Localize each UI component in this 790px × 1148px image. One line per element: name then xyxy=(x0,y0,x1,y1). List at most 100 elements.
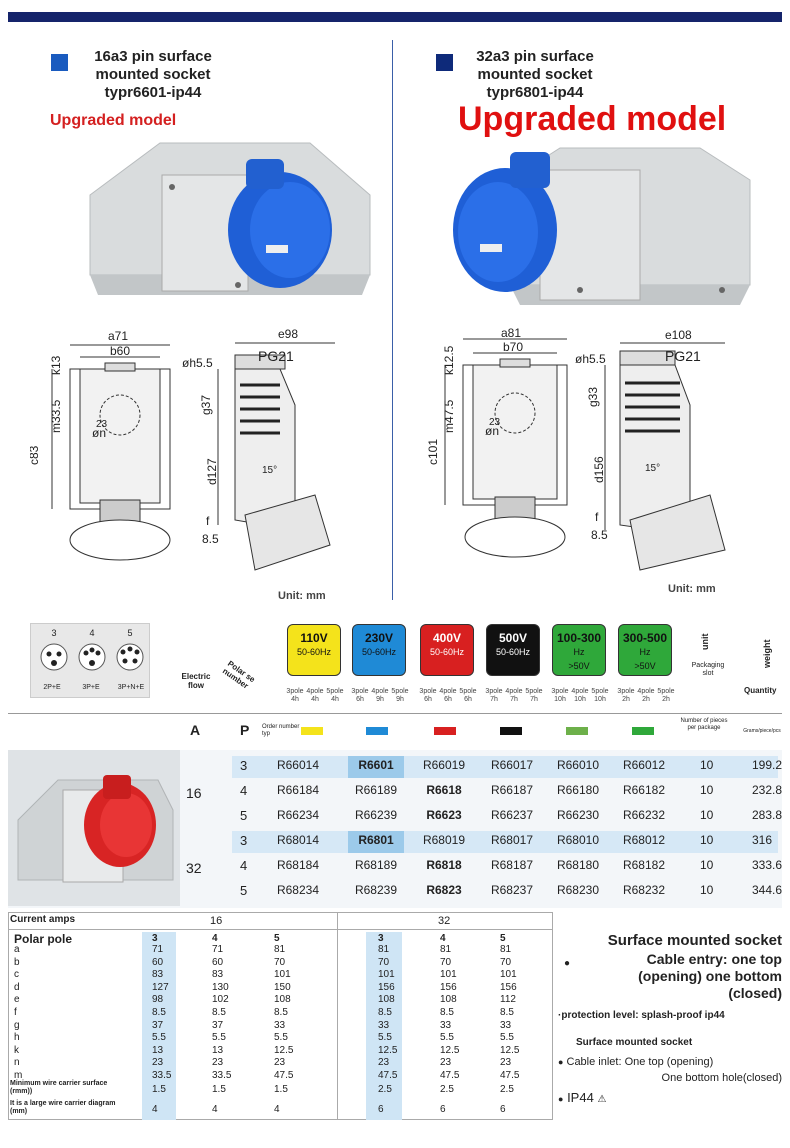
spec-value: 23 xyxy=(152,1057,164,1069)
pin-label: 2P+E xyxy=(43,684,61,691)
spec-key: a xyxy=(14,944,20,955)
dim-n-value: 23 xyxy=(489,417,501,428)
dim-e: e98 xyxy=(278,327,298,341)
pole-count: 3 xyxy=(240,758,248,773)
spec-col-highlight xyxy=(366,932,402,1120)
warning-triangle-icon: ⚠ xyxy=(597,1094,607,1105)
title-line: 32a3 pin surface xyxy=(476,48,594,65)
dim-c: c101 xyxy=(426,439,440,465)
large-wire-value: 4 xyxy=(212,1104,218,1115)
spec-value: 101 xyxy=(440,969,457,981)
spec-value: 101 xyxy=(274,969,291,981)
pin-count: 4 xyxy=(89,628,95,638)
spec-col-highlight xyxy=(142,932,176,1120)
pin-count: 5 xyxy=(127,628,133,638)
order-code: R68012 xyxy=(622,833,666,847)
frequency: 50-60Hz xyxy=(361,647,397,657)
spec-value: 81 xyxy=(440,944,452,955)
spec-value: 70 xyxy=(378,956,390,968)
bullet-icon: ● xyxy=(558,1057,564,1067)
spec-value: 47.5 xyxy=(500,1070,520,1081)
title-line: 16a3 pin surface xyxy=(94,48,212,65)
voltage-box: 110V 50-60Hz xyxy=(287,624,341,676)
unit-header: unit xyxy=(700,633,710,651)
amp-rating: 32 xyxy=(186,860,202,876)
pole-clock-label: 4pole 10h xyxy=(571,688,589,703)
spec-key: f xyxy=(14,1007,17,1018)
pole-header: 5 xyxy=(500,933,506,944)
spec-key: k xyxy=(14,1044,19,1056)
upgraded-badge-large: Upgraded model xyxy=(458,100,727,138)
spec-value: 8.5 xyxy=(440,1007,454,1018)
spec-value: 33 xyxy=(440,1019,452,1031)
order-code: R6618 xyxy=(426,783,462,797)
order-code: R6818 xyxy=(426,858,462,872)
spec-key: g xyxy=(14,1019,20,1031)
pole-header: 4 xyxy=(212,933,218,944)
voltage-value: 230V xyxy=(364,631,394,645)
pin-count: 3 xyxy=(51,628,57,638)
upgraded-badge-small: Upgraded model xyxy=(50,112,177,129)
pole-clock-label: 5pole 6h xyxy=(459,688,477,703)
spec-value: 81 xyxy=(500,944,512,955)
order-code: R68010 xyxy=(556,833,600,847)
ip-rating: ● IP44 ⚠ xyxy=(558,1090,782,1105)
weight-value: 199.2 xyxy=(752,758,783,772)
spec-value: 12.5 xyxy=(500,1044,520,1056)
unit-label-16a: Unit: mm xyxy=(278,590,326,602)
spec-key: h xyxy=(14,1032,20,1044)
frequency: 50-60Hz xyxy=(495,647,531,657)
voltage-value: 100-300 xyxy=(556,631,602,645)
dim-h: øh5.5 xyxy=(182,356,213,370)
pole-clock-label: 3pole 10h xyxy=(551,688,569,703)
frequency: 50-60Hz xyxy=(296,647,332,657)
pin-label: 3P+E xyxy=(82,684,100,691)
protection-level: ·protection level: splash-proof ip44 xyxy=(558,1010,725,1021)
order-code: R66017 xyxy=(490,758,534,772)
spec-divider xyxy=(337,912,338,1120)
package-quantity: 10 xyxy=(700,883,714,897)
dimension-drawing-16a: a71 b60 c83 k13 m33.5 øn 23 øh5.5 e98 PG… xyxy=(30,327,335,571)
dim-n-value: 23 xyxy=(96,419,108,430)
spec-value: 8.5 xyxy=(212,1007,226,1018)
order-code: R66182 xyxy=(622,783,666,797)
pole-header: 5 xyxy=(274,933,280,944)
polar-pole-label: Polar pole xyxy=(14,932,73,946)
pole-clock-label: 4pole 4h xyxy=(306,688,324,703)
spec-key: b xyxy=(14,956,20,968)
package-quantity: 10 xyxy=(700,808,714,822)
order-code: R66187 xyxy=(490,783,534,797)
order-code: R66014 xyxy=(276,758,320,772)
voltage-value: 110V xyxy=(300,631,328,645)
socket-photo-16a xyxy=(89,142,371,295)
order-code: R68234 xyxy=(276,883,320,897)
spec-value: 23 xyxy=(378,1057,390,1069)
order-code: R68189 xyxy=(354,858,398,872)
order-code: R66189 xyxy=(354,783,398,797)
large-wire-value: 6 xyxy=(378,1104,384,1115)
dim-m: m47.5 xyxy=(442,399,456,433)
order-code: R6601 xyxy=(358,758,394,772)
spec-value: 5.5 xyxy=(378,1032,392,1044)
spec-value: 37 xyxy=(212,1019,224,1031)
quantity-header: Quantity xyxy=(744,686,777,695)
bullet-icon: ● xyxy=(564,958,571,969)
pin-label: 3P+N+E xyxy=(117,684,145,691)
spec-value: 8.5 xyxy=(500,1007,514,1018)
weight-value: 316 xyxy=(752,833,773,847)
socket-photo-32a xyxy=(453,147,751,305)
spec-value: 13 xyxy=(212,1044,224,1056)
spec-value: 150 xyxy=(274,981,291,993)
spec-value: 13 xyxy=(152,1044,164,1056)
order-code: R68230 xyxy=(556,883,600,897)
cable-inlet: ● Cable inlet: One top (opening) xyxy=(558,1056,782,1068)
pole-clock-label: 3pole 4h xyxy=(286,688,304,703)
dim-c: c83 xyxy=(30,445,41,465)
dim-angle: 15° xyxy=(262,465,277,476)
order-code: R66019 xyxy=(422,758,466,772)
spec-value: 12.5 xyxy=(440,1044,460,1056)
pole-header: 4 xyxy=(440,933,446,944)
spec-value: 71 xyxy=(212,944,224,955)
